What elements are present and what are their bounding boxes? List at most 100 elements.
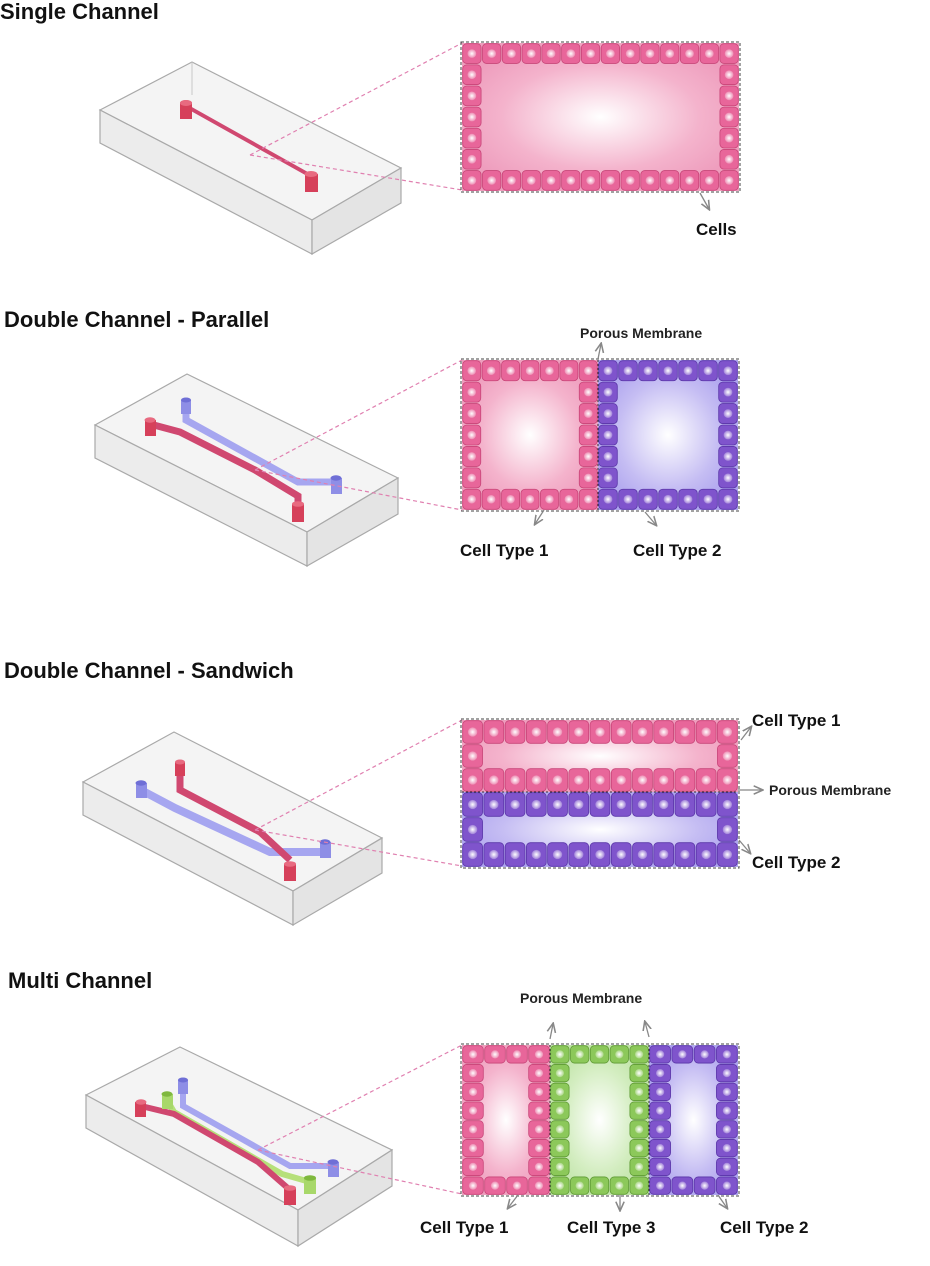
cell-nucleus xyxy=(584,366,593,375)
cell-nucleus xyxy=(722,1069,731,1078)
cell-nucleus xyxy=(467,112,477,122)
cell-nucleus xyxy=(555,1181,565,1190)
cell-nucleus xyxy=(487,49,497,58)
cell-nucleus xyxy=(637,799,648,810)
cell-nucleus xyxy=(656,1125,665,1134)
cell-nucleus xyxy=(703,366,713,376)
label-cells: Cells xyxy=(696,220,737,239)
cell-nucleus xyxy=(616,799,626,810)
cell-nucleus xyxy=(603,494,613,504)
cell-nucleus xyxy=(575,1050,584,1059)
cell-nucleus xyxy=(723,473,733,483)
cell-nucleus xyxy=(584,430,593,440)
zoom-lines-parallel xyxy=(254,359,463,511)
cell-nucleus xyxy=(603,452,613,461)
cell-nucleus xyxy=(468,1106,478,1115)
cell-nucleus xyxy=(555,1106,565,1115)
section-single-chamber xyxy=(462,43,739,191)
cell-nucleus xyxy=(659,799,669,810)
cell-nucleus xyxy=(552,849,563,860)
chip-single-channel xyxy=(98,61,403,256)
cell-nucleus xyxy=(574,849,584,860)
cell-nucleus xyxy=(659,727,669,737)
cell-nucleus xyxy=(603,387,613,397)
cell-nucleus xyxy=(467,366,476,375)
cell-nucleus xyxy=(566,49,576,58)
cell-nucleus xyxy=(534,1087,544,1096)
cell-nucleus xyxy=(552,775,563,785)
cell-nucleus xyxy=(467,70,477,80)
cell-nucleus xyxy=(467,824,478,835)
cell-nucleus xyxy=(616,775,626,785)
label-parallel-cell-type-1: Cell Type 1 xyxy=(460,541,549,560)
cell-nucleus xyxy=(526,176,536,185)
cell-nucleus xyxy=(467,495,476,504)
cell-nucleus xyxy=(555,1125,565,1134)
section-single-chamber-lumen xyxy=(462,43,739,191)
cell-nucleus xyxy=(566,176,576,185)
cell-nucleus xyxy=(722,1144,731,1153)
cell-nucleus xyxy=(656,1144,665,1153)
label-sandwich-cell-type-1: Cell Type 1 xyxy=(752,711,841,730)
cell-nucleus xyxy=(700,1181,709,1190)
cell-nucleus xyxy=(467,133,477,143)
cell-nucleus xyxy=(584,387,593,397)
section-multi-chamber-3 xyxy=(550,1045,649,1195)
cell-nucleus xyxy=(586,176,595,185)
cell-nucleus xyxy=(634,1106,644,1115)
cell-nucleus xyxy=(722,849,733,860)
cell-nucleus xyxy=(552,727,563,737)
cell-nucleus xyxy=(625,49,635,58)
cell-nucleus xyxy=(584,495,593,504)
cell-nucleus xyxy=(510,775,520,785)
cell-nucleus xyxy=(564,495,574,504)
cell-nucleus xyxy=(525,495,535,504)
cell-nucleus xyxy=(634,1087,644,1096)
label-multi-cell-type-2: Cell Type 2 xyxy=(720,1218,809,1237)
cell-nucleus xyxy=(701,775,711,785)
cell-nucleus xyxy=(486,495,496,504)
cell-nucleus xyxy=(659,849,669,860)
cell-nucleus xyxy=(584,452,593,461)
cell-nucleus xyxy=(586,49,595,58)
cell-nucleus xyxy=(468,1181,478,1190)
cell-nucleus xyxy=(663,494,673,504)
cell-nucleus xyxy=(595,849,605,860)
title-multi-channel: Multi Channel xyxy=(8,968,152,993)
section-parallel-chamber-2 xyxy=(598,360,738,510)
cell-nucleus xyxy=(680,799,690,810)
cell-nucleus xyxy=(467,849,478,860)
cell-nucleus xyxy=(595,727,605,737)
section-parallel-chamber-1-lumen xyxy=(462,360,598,510)
section-sandwich-frame xyxy=(460,718,740,869)
cell-nucleus xyxy=(685,49,694,58)
cell-nucleus xyxy=(724,70,734,80)
label-multi-cell-type-1: Cell Type 1 xyxy=(420,1218,509,1237)
cell-nucleus xyxy=(656,1162,665,1171)
cell-nucleus xyxy=(467,91,477,101)
cell-nucleus xyxy=(510,727,520,737)
section-sandwich-chamber-top xyxy=(462,720,738,792)
cell-nucleus xyxy=(683,494,693,504)
cell-nucleus xyxy=(683,366,693,376)
cell-nucleus xyxy=(489,775,499,785)
cell-nucleus xyxy=(512,1181,522,1190)
cell-nucleus xyxy=(555,1069,565,1078)
cell-nucleus xyxy=(722,1181,731,1190)
title-single-channel: Single Channel xyxy=(0,0,159,24)
cell-nucleus xyxy=(606,176,615,185)
cell-nucleus xyxy=(724,154,734,164)
cell-nucleus xyxy=(534,1162,544,1171)
cell-nucleus xyxy=(659,775,669,785)
cell-nucleus xyxy=(724,133,734,143)
cell-nucleus xyxy=(512,1050,522,1059)
title-double-sandwich: Double Channel - Sandwich xyxy=(4,658,294,683)
cell-nucleus xyxy=(467,799,478,810)
cell-nucleus xyxy=(510,799,520,810)
chip-multi-channel xyxy=(84,1046,394,1248)
cell-nucleus xyxy=(703,494,713,504)
cell-nucleus xyxy=(603,409,613,418)
cell-nucleus xyxy=(723,494,733,504)
cell-nucleus xyxy=(701,799,711,810)
chip-double-parallel xyxy=(93,373,400,568)
